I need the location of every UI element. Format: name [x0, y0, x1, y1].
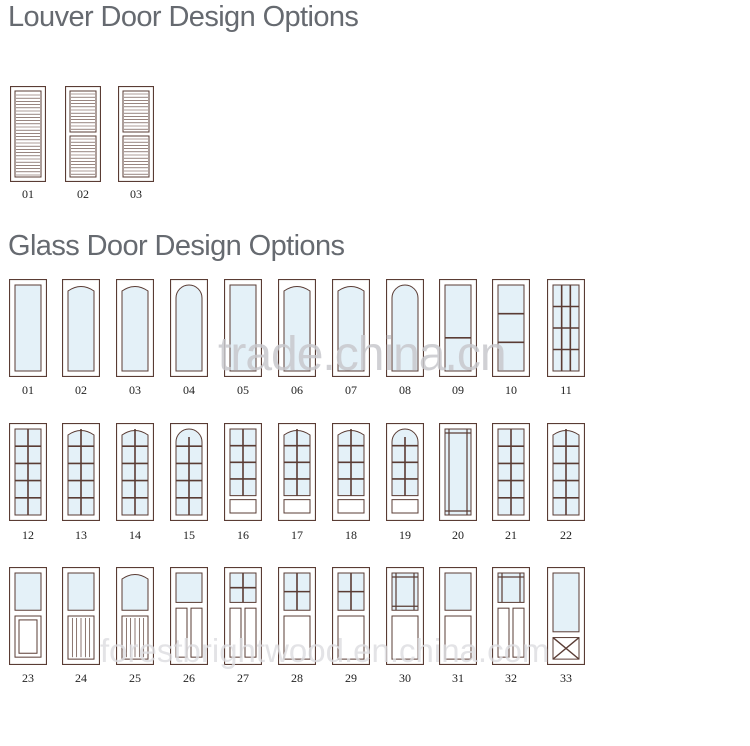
door-number-label: 30: [399, 671, 411, 685]
door-number-label: 15: [183, 528, 195, 542]
door-design-full-camber: [278, 279, 316, 377]
door-number-label: 07: [345, 383, 357, 397]
door-design-grid-flat-panel: [224, 423, 262, 521]
door-number-label: 12: [22, 528, 34, 542]
door-number-label: 29: [345, 671, 357, 685]
door-design-full-camber: [116, 279, 154, 377]
door-number-label: 22: [560, 528, 572, 542]
glass-section-title: Glass Door Design Options: [8, 230, 345, 262]
door-design-grid-arch: [170, 423, 208, 521]
door-number-label: 26: [183, 671, 195, 685]
door-number-label: 01: [22, 383, 34, 397]
door-number-label: 14: [129, 528, 141, 542]
door-number-label: 02: [77, 187, 89, 201]
door-design-full-flat: [9, 279, 47, 377]
door-design-louver-full: [10, 86, 46, 182]
door-number-label: 27: [237, 671, 249, 685]
door-design-prairie: [439, 423, 477, 521]
door-design-prairie-two-panels: [492, 567, 530, 665]
door-design-grid-camber: [116, 423, 154, 521]
door-number-label: 20: [452, 528, 464, 542]
door-design-half-camber-beadboard: [116, 567, 154, 665]
door-number-label: 18: [345, 528, 357, 542]
door-number-label: 16: [237, 528, 249, 542]
door-design-half-glass-panel: [9, 567, 47, 665]
door-design-glass-xbrace: [547, 567, 585, 665]
door-design-full-arch: [386, 279, 424, 377]
door-design-grid-camber-panel: [278, 423, 316, 521]
door-design-full-arch: [170, 279, 208, 377]
door-design-full-camber: [332, 279, 370, 377]
door-number-label: 08: [399, 383, 411, 397]
door-design-grid-flat: [9, 423, 47, 521]
door-design-grid-camber: [62, 423, 100, 521]
door-design-glass-panel: [439, 567, 477, 665]
door-number-label: 25: [129, 671, 141, 685]
door-number-label: 21: [505, 528, 517, 542]
door-number-label: 10: [505, 383, 517, 397]
watermark-forestbrightwood: forestbrightwood.en.china.com: [100, 632, 550, 669]
door-design-grid-camber: [547, 423, 585, 521]
door-design-grid6-panel: [278, 567, 316, 665]
door-design-prairie-panel: [386, 567, 424, 665]
door-number-label: 32: [505, 671, 517, 685]
door-design-glass-two-panels: [170, 567, 208, 665]
door-design-grid6-panel: [332, 567, 370, 665]
door-design-grid-camber-panel: [332, 423, 370, 521]
door-number-label: 19: [399, 528, 411, 542]
door-design-half-glass-beadboard: [62, 567, 100, 665]
door-number-label: 01: [22, 187, 34, 201]
door-design-grid-3x4: [547, 279, 585, 377]
door-number-label: 13: [75, 528, 87, 542]
door-number-label: 09: [452, 383, 464, 397]
door-number-label: 04: [183, 383, 195, 397]
door-design-louver-split: [118, 86, 154, 182]
door-number-label: 03: [130, 187, 142, 201]
door-number-label: 02: [75, 383, 87, 397]
door-design-full-camber: [62, 279, 100, 377]
door-number-label: 23: [22, 671, 34, 685]
door-number-label: 17: [291, 528, 303, 542]
door-number-label: 06: [291, 383, 303, 397]
door-design-grid-flat: [492, 423, 530, 521]
door-design-grid-arch-panel: [386, 423, 424, 521]
door-number-label: 28: [291, 671, 303, 685]
door-number-label: 11: [560, 383, 572, 397]
door-number-label: 05: [237, 383, 249, 397]
door-design-two-lite: [439, 279, 477, 377]
door-design-louver-split: [65, 86, 101, 182]
door-number-label: 03: [129, 383, 141, 397]
door-design-grid4-two-panels: [224, 567, 262, 665]
door-design-three-lite: [492, 279, 530, 377]
door-number-label: 33: [560, 671, 572, 685]
louver-section-title: Louver Door Design Options: [8, 1, 359, 33]
door-number-label: 31: [452, 671, 464, 685]
door-number-label: 24: [75, 671, 87, 685]
door-design-full-flat: [224, 279, 262, 377]
